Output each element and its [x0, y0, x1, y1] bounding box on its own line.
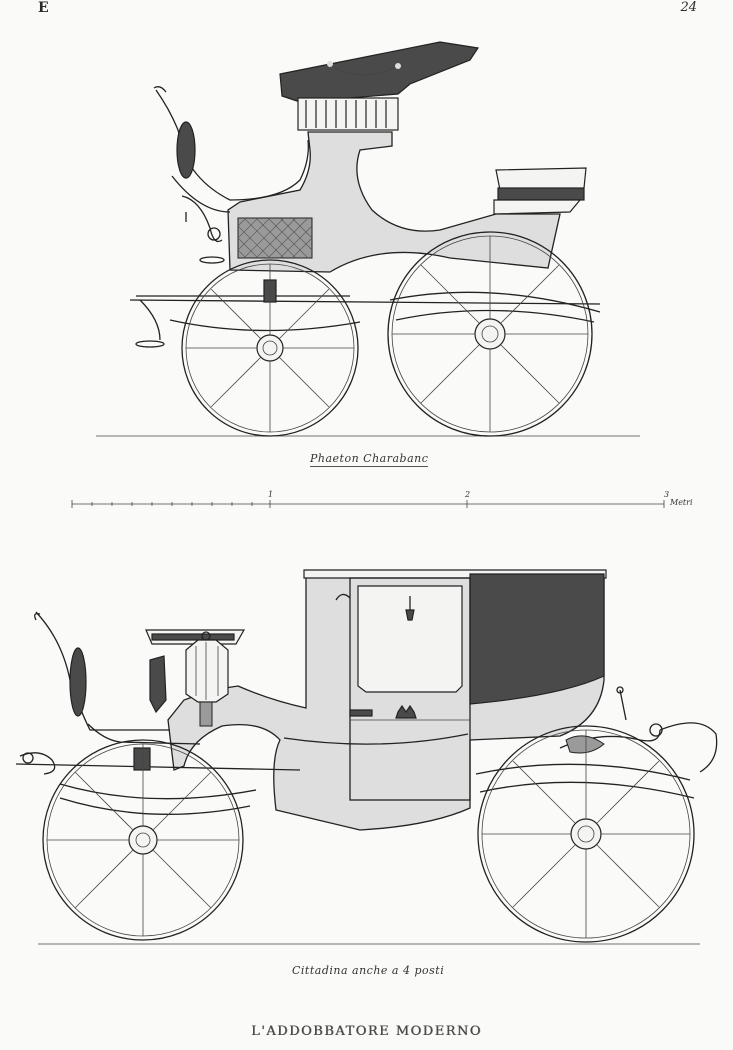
- plate-number: 24: [680, 0, 697, 15]
- rear-wheel-2: [477, 725, 695, 943]
- figure-caption-2: Cittadina anche a 4 posti: [292, 964, 445, 977]
- scale-label-2: 2: [465, 490, 471, 499]
- plate-letter: E: [38, 0, 50, 16]
- scale-label-3: 3: [664, 490, 670, 499]
- publication-title: L'ADDOBBATORE MODERNO: [251, 1024, 482, 1039]
- carriage-lamp: [185, 631, 229, 727]
- rear-wheel: [387, 231, 593, 437]
- figure-caption-1: Phaeton Charabanc: [310, 452, 429, 467]
- front-wheel-2: [42, 739, 244, 941]
- front-wheel: [181, 259, 359, 437]
- scale-unit: Metri: [670, 498, 693, 507]
- scale-label-1: 1: [268, 490, 274, 499]
